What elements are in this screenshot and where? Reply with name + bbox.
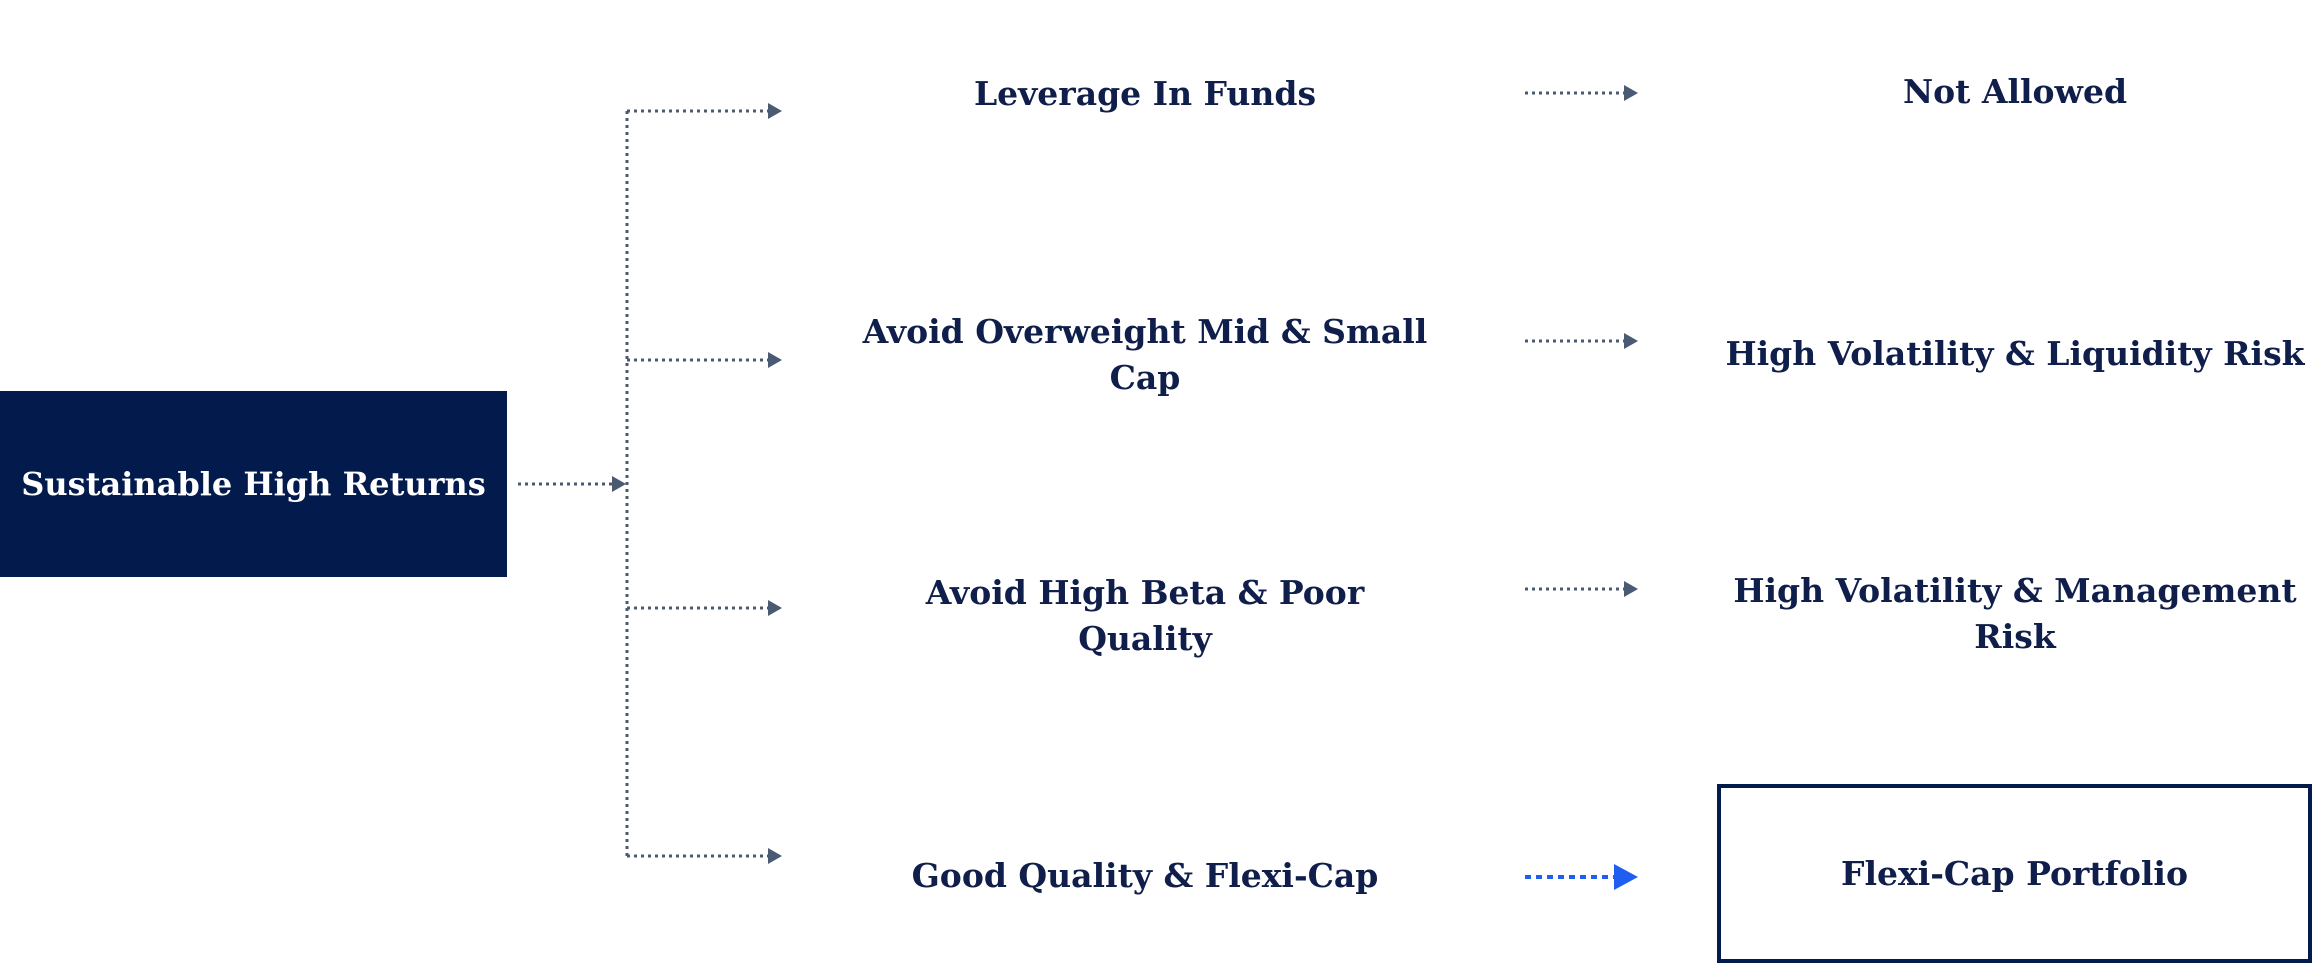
- outcome-node-4-label: Flexi-Cap Portfolio: [1841, 854, 2188, 893]
- outcome-arrowhead-1: [1624, 85, 1638, 101]
- outcome-node-2: High Volatility & Liquidity Risk: [1725, 334, 2305, 373]
- branch-arrowhead-3: [768, 600, 782, 616]
- branch-arrowhead-4: [768, 848, 782, 864]
- outcome-arrowhead-4-highlighted: [1614, 864, 1638, 890]
- outcome-arrowhead-3: [1624, 581, 1638, 597]
- strategy-node-3: Avoid High Beta & Poor Quality: [925, 573, 1365, 658]
- outcome-node-4-highlighted: Flexi-Cap Portfolio: [1717, 784, 2312, 963]
- outcome-node-3: High Volatility & Management Risk: [1733, 571, 2297, 656]
- branch-arrowhead-1: [768, 103, 782, 119]
- strategy-node-1: Leverage In Funds: [973, 74, 1317, 113]
- outcome-arrowhead-2: [1624, 333, 1638, 349]
- root-arrowhead: [612, 476, 626, 492]
- root-node: Sustainable High Returns: [0, 391, 507, 577]
- strategy-node-4: Good Quality & Flexi-Cap: [911, 856, 1379, 895]
- root-node-label: Sustainable High Returns: [21, 465, 486, 503]
- strategy-node-2: Avoid Overweight Mid & Small Cap: [862, 312, 1428, 397]
- branch-arrowhead-2: [768, 352, 782, 368]
- outcome-node-1: Not Allowed: [1902, 72, 2128, 111]
